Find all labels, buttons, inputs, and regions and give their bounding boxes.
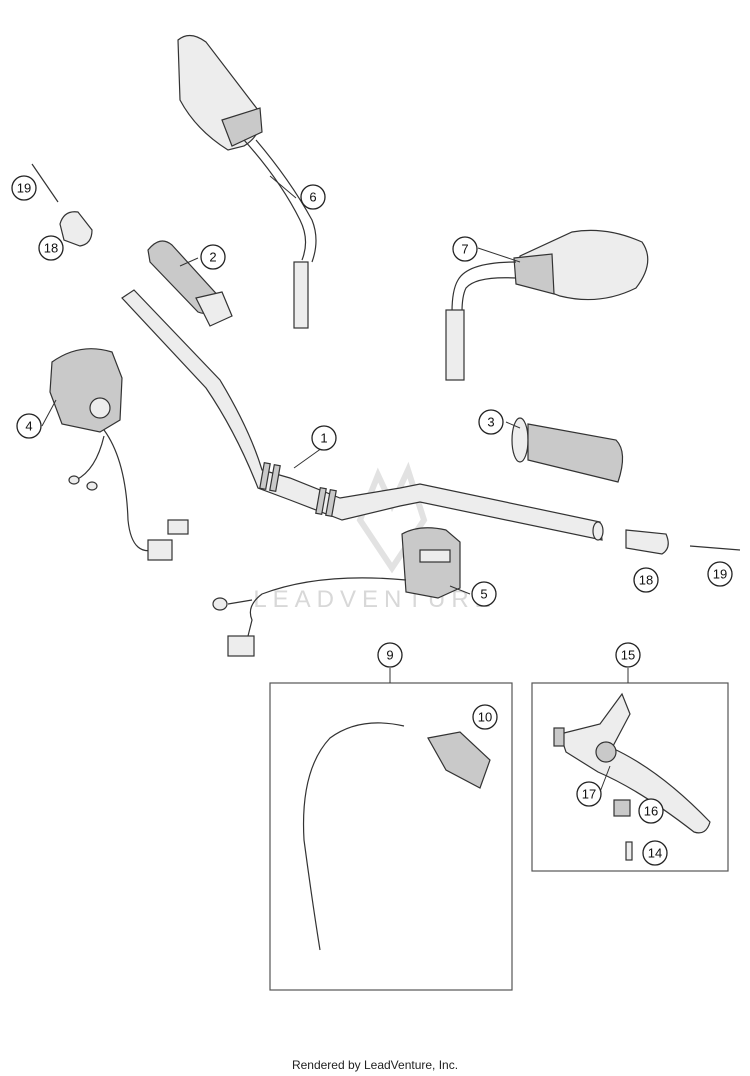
clutch-cable-part xyxy=(302,722,491,951)
svg-text:3: 3 xyxy=(487,415,494,430)
svg-text:16: 16 xyxy=(644,804,658,819)
leader-lines xyxy=(41,175,629,793)
clutch-lever-part xyxy=(553,692,711,861)
svg-text:4: 4 xyxy=(25,419,32,434)
callout-1: 1 xyxy=(311,425,337,451)
svg-text:14: 14 xyxy=(648,846,662,861)
svg-text:18: 18 xyxy=(639,573,653,588)
callout-16: 16 xyxy=(638,798,664,824)
callout-18-left: 18 xyxy=(38,235,64,261)
left-bar-end-part xyxy=(31,163,93,247)
callout-9: 9 xyxy=(377,642,403,668)
svg-text:9: 9 xyxy=(386,648,393,663)
svg-text:19: 19 xyxy=(713,567,727,582)
callout-6: 6 xyxy=(300,184,326,210)
svg-text:6: 6 xyxy=(309,190,316,205)
callout-17: 17 xyxy=(576,781,602,807)
callout-5: 5 xyxy=(471,581,497,607)
svg-text:1: 1 xyxy=(320,431,327,446)
callout-18-right: 18 xyxy=(633,567,659,593)
callout-19-left: 19 xyxy=(11,175,37,201)
left-mirror-part xyxy=(177,34,317,329)
svg-text:17: 17 xyxy=(582,787,596,802)
svg-text:2: 2 xyxy=(209,250,216,265)
svg-text:18: 18 xyxy=(44,241,58,256)
right-switch-part xyxy=(212,527,461,657)
callout-7: 7 xyxy=(452,236,478,262)
footer-credit: Rendered by LeadVenture, Inc. xyxy=(291,1058,459,1072)
handlebar-part xyxy=(121,289,604,541)
svg-text:5: 5 xyxy=(480,587,487,602)
callout-2: 2 xyxy=(200,244,226,270)
clutch-lever-box xyxy=(531,682,729,872)
right-bar-end-part xyxy=(625,529,741,555)
svg-text:10: 10 xyxy=(478,710,492,725)
right-grip-part xyxy=(511,417,624,483)
callout-10: 10 xyxy=(472,704,498,730)
callout-14: 14 xyxy=(642,840,668,866)
left-grip-part xyxy=(147,240,233,327)
callout-3: 3 xyxy=(478,409,504,435)
callout-4: 4 xyxy=(16,413,42,439)
right-mirror-part xyxy=(445,229,649,381)
svg-text:15: 15 xyxy=(621,648,635,663)
clutch-cable-box xyxy=(269,682,513,991)
left-switch-part xyxy=(49,348,189,561)
callout-19-right: 19 xyxy=(707,561,733,587)
svg-text:7: 7 xyxy=(461,242,468,257)
svg-text:19: 19 xyxy=(17,181,31,196)
callout-15: 15 xyxy=(615,642,641,668)
